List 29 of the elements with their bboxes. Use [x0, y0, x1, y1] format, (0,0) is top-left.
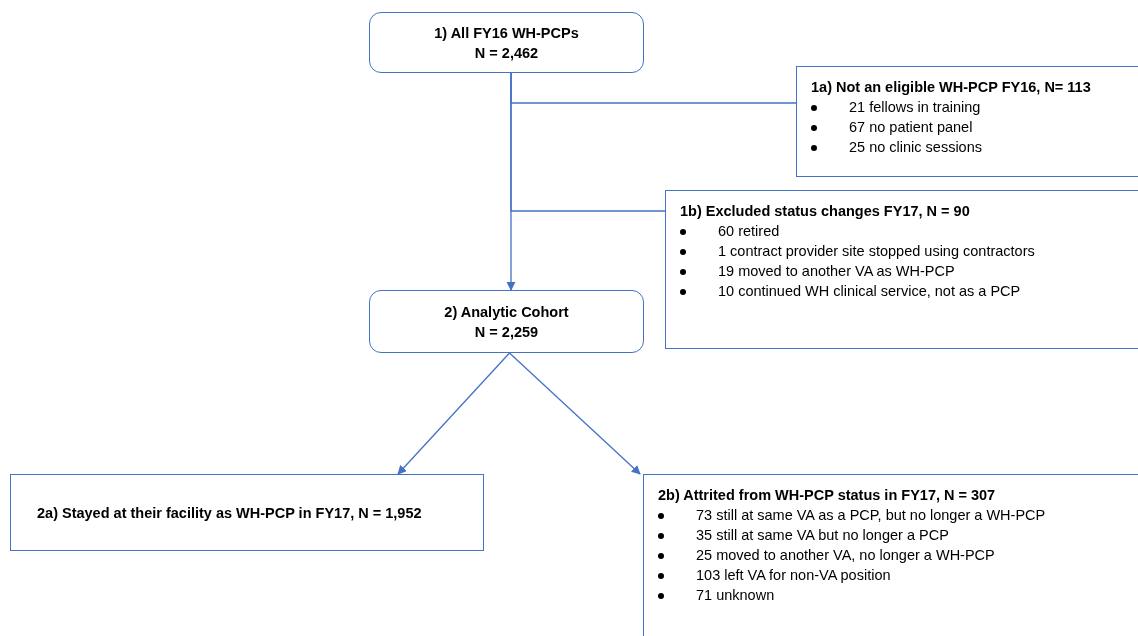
- arrow: [506, 72, 516, 291]
- list-item: 25 moved to another VA, no longer a WH-PCP: [696, 546, 996, 565]
- list-item: 21 fellows in training: [849, 98, 982, 117]
- list-item: 25 no clinic sessions: [849, 138, 983, 157]
- box-text: N = 2,462: [474, 43, 539, 63]
- list-item: 103 left VA for non-VA position: [696, 566, 892, 585]
- box-text: 1) All FY16 WH-PCPs: [434, 23, 579, 43]
- list-item: 19 moved to another VA as WH-PCP: [718, 262, 956, 281]
- list-item: 35 still at same VA but no longer a PCP: [696, 526, 950, 545]
- list-item: 1 contract provider site stopped using contractors: [718, 242, 1036, 261]
- process-box: [369, 12, 644, 73]
- box-text: 2) Analytic Cohort: [444, 302, 569, 322]
- arrow: [397, 352, 511, 475]
- box-heading: 1b) Excluded status changes FY17, N = 90: [680, 202, 971, 221]
- process-box: [369, 290, 644, 353]
- exclusion-box: [10, 474, 484, 551]
- list-item: 71 unknown: [696, 586, 776, 605]
- exclusion-box: [643, 474, 1138, 636]
- box-text: N = 2,259: [474, 322, 539, 342]
- arrow: [508, 352, 641, 475]
- exclusion-box: [665, 190, 1138, 349]
- list-item: 67 no patient panel: [849, 118, 974, 137]
- box-heading: 1a) Not an eligible WH-PCP FY16, N= 113: [811, 78, 1092, 97]
- list-item: 10 continued WH clinical service, not as a PCP: [718, 282, 1022, 301]
- list-item: 60 retired: [718, 222, 781, 241]
- list-item: 73 still at same VA as a PCP, but no longer a WH-PCP: [696, 506, 1047, 525]
- box-heading: 2a) Stayed at their facility as WH-PCP in FY17, N = 1,952: [37, 503, 422, 523]
- box-heading: 2b) Attrited from WH-PCP status in FY17, N = 307: [658, 486, 997, 505]
- exclusion-box: [796, 66, 1138, 177]
